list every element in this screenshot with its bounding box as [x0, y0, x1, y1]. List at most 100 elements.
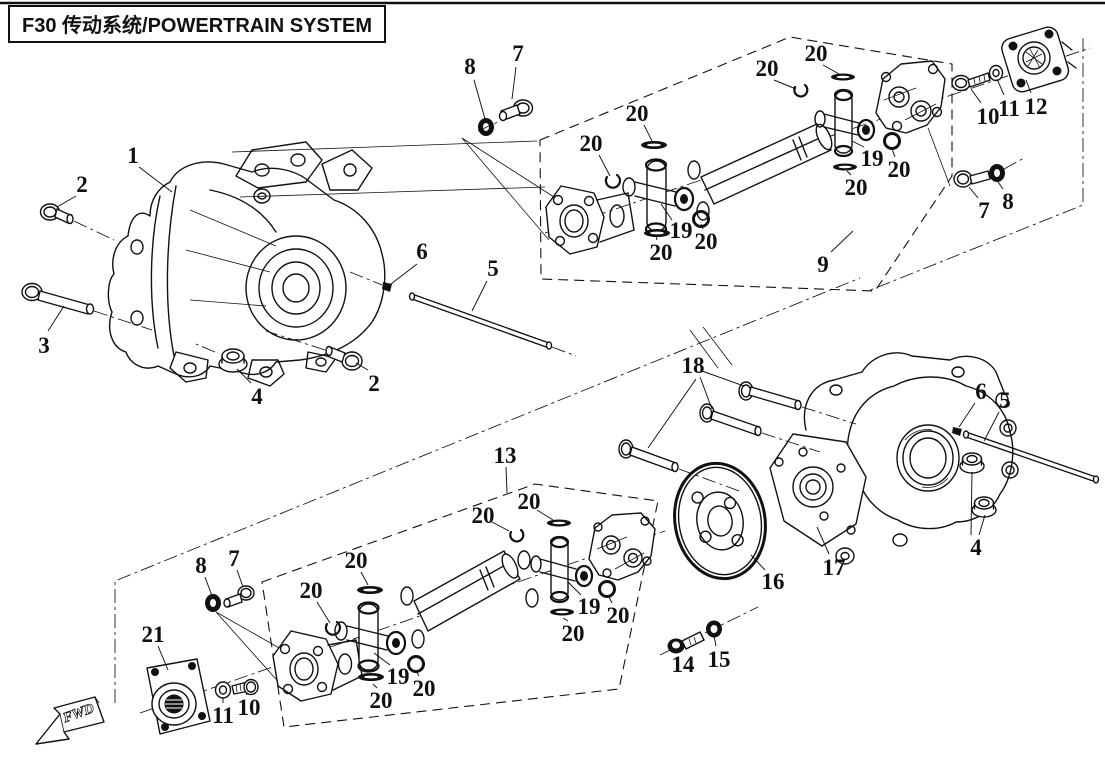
part-number-label: 19	[578, 594, 601, 619]
circlip-drawing	[604, 173, 622, 189]
part-number-label: 20	[650, 240, 673, 265]
bolt-drawing	[223, 585, 255, 608]
leader-line	[773, 79, 797, 90]
part-number-label: 20	[300, 578, 323, 603]
leader-line	[511, 66, 517, 100]
leader-line	[701, 370, 745, 387]
title-box: F30 传动系统/POWERTRAIN SYSTEM	[8, 5, 387, 43]
output-flange-group	[951, 26, 1077, 188]
disc-fasteners	[667, 620, 722, 654]
rear-gearbox-fasteners	[952, 427, 1100, 518]
leader-line	[958, 402, 976, 428]
part-number-label: 4	[970, 535, 982, 560]
leader-line	[978, 514, 986, 536]
leader-line	[699, 376, 713, 410]
part-number-label: 20	[845, 175, 868, 200]
part-number-label: 20	[413, 676, 436, 701]
part-number-label: 20	[756, 56, 779, 81]
part-number-label: 20	[472, 503, 495, 528]
part-number-label: 5	[487, 256, 499, 281]
leader-line	[816, 526, 830, 555]
leader-line	[245, 692, 248, 696]
propeller-shaft-drawing	[400, 550, 539, 649]
part-number-label: 15	[708, 647, 731, 672]
part-number-label: 20	[888, 157, 911, 182]
universal-joint-drawing	[324, 586, 425, 681]
leader-line	[700, 223, 704, 230]
part-number-label: 20	[562, 621, 585, 646]
rear-driveshaft-assembly	[146, 512, 656, 735]
leader-line	[970, 88, 982, 104]
part-number-label: 10	[977, 104, 1000, 129]
washer-drawing	[706, 620, 722, 638]
nut-drawing	[959, 452, 985, 474]
part-number-label: 19	[670, 218, 693, 243]
bolt-drawing	[738, 381, 857, 425]
leader-line	[372, 683, 378, 689]
assembly-box-rear-driveshaft	[261, 483, 659, 728]
leader-line	[968, 186, 979, 199]
part-number-label: 18	[682, 353, 705, 378]
circlip-drawing	[324, 620, 342, 636]
leader-line	[473, 79, 486, 120]
leader-line	[47, 305, 65, 332]
part-number-label: 2	[76, 172, 88, 197]
leader-line	[536, 509, 554, 521]
leader-line	[851, 140, 865, 148]
fwd-direction-arrow: FWD	[35, 696, 105, 745]
part-number-label: 20	[695, 229, 718, 254]
washer-drawing	[989, 157, 1025, 182]
leader-line	[471, 280, 488, 312]
leader-line	[677, 647, 681, 652]
o-ring-drawing	[883, 132, 901, 150]
part-number-label: 20	[580, 131, 603, 156]
leader-line	[157, 645, 169, 671]
front-gearbox-drawing	[107, 141, 386, 387]
leader-line	[204, 576, 213, 597]
bolt-drawing	[21, 282, 153, 331]
nut-drawing	[195, 343, 248, 373]
leader-line	[373, 652, 391, 666]
part-number-label: 6	[416, 239, 428, 264]
leader-line	[846, 170, 852, 176]
clip-drawing	[952, 427, 962, 436]
brake-disc-drawing	[673, 461, 767, 581]
part-number-label: 5	[999, 388, 1011, 413]
front-driveshaft-assembly	[477, 60, 946, 255]
part-number-label: 19	[387, 664, 410, 689]
part-number-label: 4	[251, 384, 263, 409]
leader-line	[390, 263, 418, 285]
leader-line	[647, 378, 697, 449]
part-number-label: 17	[823, 555, 846, 580]
leader-line	[505, 466, 508, 494]
gearbox-mount-plate-drawing	[769, 433, 867, 547]
bolt-drawing	[953, 170, 991, 188]
o-ring-drawing	[598, 580, 616, 598]
part-number-label: 20	[607, 603, 630, 628]
flange-yoke-drawing	[272, 630, 363, 702]
circlip-drawing	[793, 83, 809, 98]
part-number-label: 20	[370, 688, 393, 713]
leader-line	[750, 554, 766, 571]
part-number-label: 1	[127, 143, 139, 168]
part-number-label: 21	[142, 622, 165, 647]
breather-rod-drawing	[962, 430, 1100, 484]
leader-line	[891, 148, 896, 158]
circlip-drawing	[509, 528, 525, 543]
clip-drawing	[349, 271, 392, 292]
output-flange-drawing	[1001, 26, 1077, 93]
yoke-bracket-drawing	[875, 60, 946, 134]
leader-line	[415, 670, 420, 677]
assembly-box-front-driveshaft	[539, 36, 953, 292]
leader-line	[830, 230, 854, 253]
bolt-drawing	[265, 330, 363, 371]
leader-line	[822, 64, 840, 75]
bolt-drawing	[39, 203, 115, 241]
leader-line	[236, 368, 252, 384]
front-gearbox-fasteners	[21, 203, 577, 373]
part-number-label: 20	[345, 548, 368, 573]
universal-joint-drawing	[509, 519, 616, 616]
